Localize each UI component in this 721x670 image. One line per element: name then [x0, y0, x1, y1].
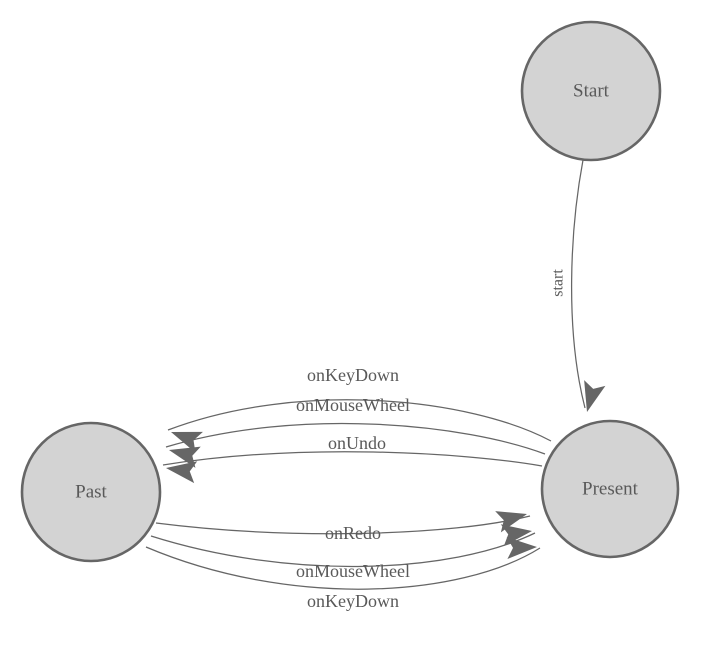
node-label-past: Past	[75, 481, 107, 502]
arrowheads-layer	[166, 380, 606, 560]
edge-past-to-present	[155, 515, 531, 535]
arrowhead-icon	[584, 380, 606, 412]
edge-label-e-present-past-onundo: onUndo	[328, 433, 386, 453]
edge-label-e-start-present: start	[550, 269, 567, 297]
edge-label-e-present-past-onkeydown: onKeyDown	[307, 365, 399, 385]
arrowhead-icon	[166, 461, 198, 484]
edge-present-to-past	[162, 451, 543, 467]
node-circle-past[interactable]	[20, 421, 162, 563]
edge-label-e-past-present-onkeydown: onKeyDown	[307, 591, 399, 611]
node-label-start: Start	[573, 80, 610, 101]
arrowhead-icon	[500, 524, 532, 547]
edge-label-e-past-present-onredo: onRedo	[325, 523, 381, 543]
node-circle-start[interactable]	[520, 20, 662, 162]
edge-past-to-present	[150, 532, 536, 568]
arrowhead-icon	[506, 537, 537, 560]
edge-present-to-past	[165, 422, 546, 455]
node-past[interactable]: Past	[20, 421, 162, 563]
edge-label-e-present-past-onmousewheel: onMouseWheel	[296, 395, 410, 415]
edge-labels-layer: start onKeyDown onMouseWheel onUndo onRedo on…	[296, 269, 567, 611]
edge-start-to-present	[571, 159, 586, 409]
arrowhead-icon	[171, 431, 203, 453]
edge-present-to-past	[167, 399, 552, 442]
node-present[interactable]: Present	[540, 419, 680, 559]
edges-layer	[145, 159, 586, 590]
edge-past-to-present	[145, 546, 541, 590]
edge-label-e-past-present-onmousewheel: onMouseWheel	[296, 561, 410, 581]
node-label-present: Present	[582, 478, 639, 499]
node-start[interactable]: Start	[520, 20, 662, 162]
node-circle-present[interactable]	[540, 419, 680, 559]
